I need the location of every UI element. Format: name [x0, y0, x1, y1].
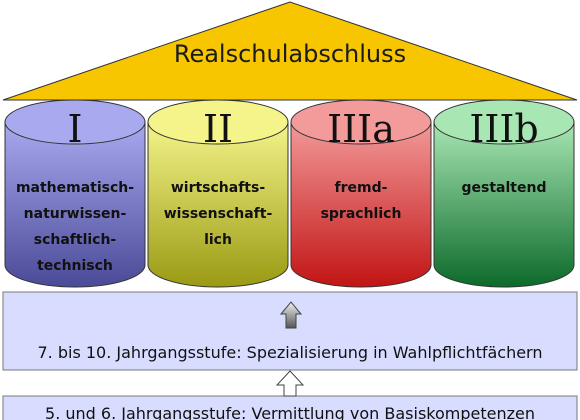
pillar-3: IIIa fremd- sprachlich [290, 99, 432, 288]
pillar-1-line-2: naturwissen- [24, 206, 127, 222]
level-upper-box [2, 291, 578, 371]
pillar-2: II wirtschafts- wissenschaft- lich [147, 99, 289, 288]
roof [2, 1, 578, 101]
pillar-4: IIIb gestaltend [433, 99, 575, 288]
roof-title: Realschulabschluss [174, 40, 406, 68]
pillar-2-line-1: wirtschafts- [171, 180, 265, 196]
pillar-3-line-2: sprachlich [321, 206, 402, 222]
pillar-2-top [147, 99, 289, 145]
pillar-3-body [290, 121, 432, 288]
pillar-1: I mathematisch- naturwissen- schaftlich-… [4, 99, 146, 288]
pillar-3-numeral: IIIa [327, 107, 395, 151]
level-lower-text: 5. und 6. Jahrgangsstufe: Vermittlung vo… [45, 404, 535, 420]
pillar-1-numeral: I [67, 107, 82, 151]
pillar-4-body [433, 121, 575, 288]
pillar-4-line-1: gestaltend [462, 180, 547, 196]
pillar-4-top [433, 99, 575, 145]
up-arrow-outline-icon [275, 370, 305, 397]
pillar-3-top [290, 99, 432, 145]
pillar-4-numeral: IIIb [469, 107, 538, 151]
pillar-2-line-2: wissenschaft- [164, 206, 273, 222]
pillar-1-top [4, 99, 146, 145]
pillar-1-line-3: schaftlich- [34, 232, 117, 248]
pillar-2-body [147, 121, 289, 288]
pillar-3-line-1: fremd- [335, 180, 388, 196]
pillar-1-body [4, 121, 146, 288]
level-upper-text: 7. bis 10. Jahrgangsstufe: Spezialisieru… [38, 343, 543, 362]
pillar-2-numeral: II [203, 107, 233, 151]
pillar-1-line-1: mathematisch- [16, 180, 134, 196]
pillar-1-line-4: technisch [37, 258, 113, 274]
up-arrow-icon [279, 301, 303, 329]
pillar-2-line-3: lich [204, 232, 232, 248]
level-lower-box [2, 395, 578, 420]
